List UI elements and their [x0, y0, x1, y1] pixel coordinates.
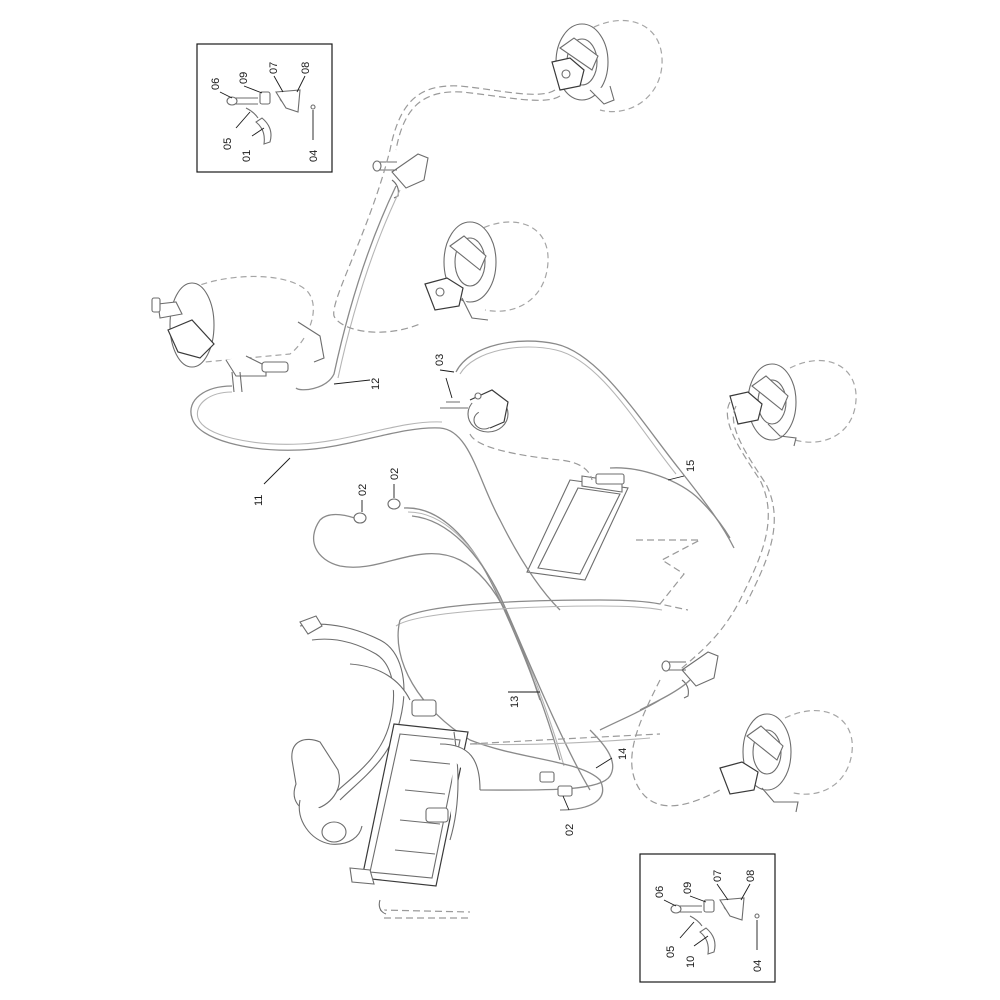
fitting-02-upper-a: [353, 512, 367, 524]
detail-bottom-callout-09: 09: [682, 882, 694, 894]
air-tank-left: [151, 275, 325, 393]
detail-top-fitting: [226, 89, 316, 145]
detail-top-callout-06: 06: [210, 78, 222, 90]
detail-bottom-callout-05: 05: [665, 946, 677, 958]
detail-bottom-fitting: [670, 897, 760, 955]
callout-14: 14: [617, 748, 629, 760]
bracket-lower: [661, 651, 719, 699]
compressor: [440, 389, 509, 433]
hose-11: [190, 385, 561, 611]
valve-assembly: [291, 615, 481, 915]
detail-top-callout-08: 08: [300, 62, 312, 74]
callout-15: 15: [685, 460, 697, 472]
fitting-02-lower: [539, 771, 573, 797]
detail-top-callout-05: 05: [222, 138, 234, 150]
detail-bottom-callout-10: 10: [685, 956, 697, 968]
air-tank-middle-right: [424, 221, 549, 321]
callout-13: 13: [509, 696, 521, 708]
hose-12: [295, 185, 401, 391]
detail-bottom-callout-07: 07: [712, 870, 724, 882]
detail-bottom-callout-08: 08: [745, 870, 757, 882]
callout-02-left: 02: [357, 484, 369, 496]
detail-bottom-callout-06: 06: [654, 886, 666, 898]
callout-11: 11: [253, 495, 265, 506]
detail-top-callout-04: 04: [308, 150, 320, 162]
main-leaders: [263, 369, 685, 811]
bracket-upper: [372, 153, 429, 199]
detail-box-top: 06 09 07 08 05 01 04: [196, 43, 333, 173]
detail-top-callout-01: 01: [241, 150, 253, 162]
detail-box-bottom: 06 09 07 08 05 10 04: [639, 853, 776, 983]
detail-bottom-callout-04: 04: [752, 960, 764, 972]
air-tank-right-middle: [729, 359, 857, 447]
air-tank-bottom-right: [719, 709, 853, 813]
hose-lower-loop: [395, 599, 691, 811]
dashed-air-lines: [333, 85, 775, 919]
detail-top-leaders: [219, 75, 314, 140]
callout-02-bottom: 02: [564, 824, 576, 836]
detail-bottom-leaders: [663, 883, 758, 950]
callout-03: 03: [434, 354, 446, 366]
hose-15: [455, 340, 735, 549]
detail-top-callout-07: 07: [268, 62, 280, 74]
air-tank-top-right: [551, 19, 663, 113]
fitting-02-upper-b: [387, 498, 401, 510]
callout-02-right: 02: [389, 468, 401, 480]
condenser: [526, 473, 629, 581]
detail-top-callout-09: 09: [238, 72, 250, 84]
callout-12: 12: [370, 378, 382, 390]
